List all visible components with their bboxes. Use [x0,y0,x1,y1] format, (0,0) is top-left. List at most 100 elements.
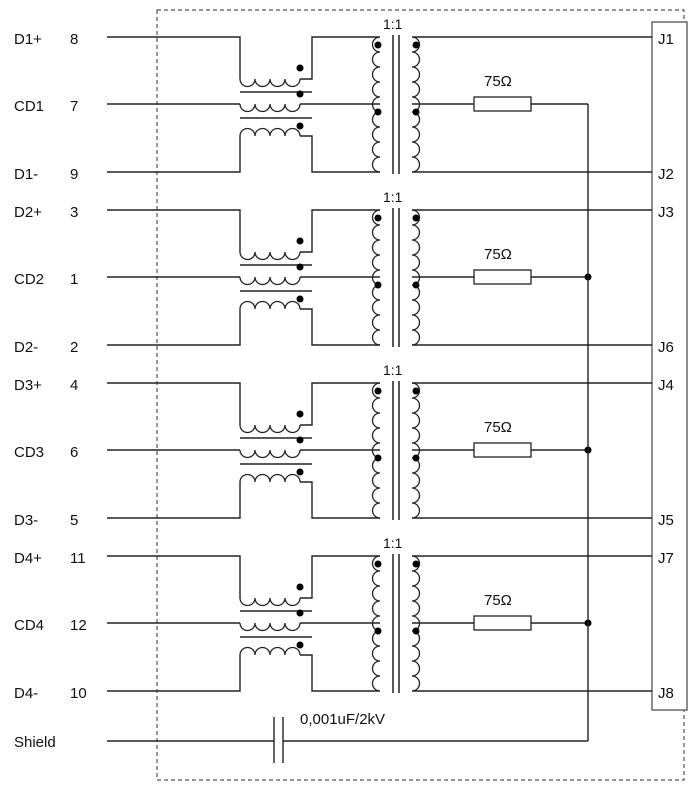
line-minus-wire [107,655,241,692]
pin-number-center: 12 [70,617,87,634]
transformer-primary-winding [371,209,381,346]
pin-label-center: CD2 [14,271,44,288]
choke-winding-bottom [239,473,301,483]
choke-winding-top [239,424,301,434]
jack-pin-bottom-label: J2 [658,166,674,183]
jack-pin-bottom-label: J8 [658,685,674,702]
transformer-polarity-dot [374,281,382,289]
resistor-value-label: 75Ω [484,419,512,436]
choke-polarity-dot [296,410,304,418]
choke-polarity-dot [296,64,304,72]
choke-polarity-dot [296,583,304,591]
primary-bottom-wire [300,135,380,173]
pin-number-minus: 2 [70,339,78,356]
transformer-polarity-dot [374,627,382,635]
primary-top-wire [300,36,380,80]
transformer-polarity-dot [374,108,382,116]
primary-top-wire [300,555,380,599]
choke-winding-top [239,251,301,261]
resistor-value-label: 75Ω [484,592,512,609]
pin-label-minus: D3- [14,512,38,529]
pin-number-center: 7 [70,98,78,115]
jack-pin-bottom-label: J5 [658,512,674,529]
pin-number-plus: 3 [70,204,78,221]
pin-label-plus: D1+ [14,31,42,48]
pin-label-minus: D2- [14,339,38,356]
transformer-polarity-dot [374,41,382,49]
line-minus-wire [107,136,241,173]
pin-number-plus: 11 [70,550,86,567]
line-plus-wire [107,382,241,425]
primary-bottom-wire [300,654,380,692]
choke-polarity-dot [296,90,304,98]
transformer-primary-winding [371,36,381,173]
choke-polarity-dot [296,641,304,649]
transformer-primary-winding [371,555,381,692]
transformer-polarity-dot [412,627,420,635]
choke-winding-center [239,622,301,632]
pin-label-center: CD4 [14,617,44,634]
jack-pin-top-label: J3 [658,204,674,221]
line-minus-wire [107,482,241,519]
pin-number-plus: 4 [70,377,78,394]
primary-bottom-wire [300,481,380,519]
termination-resistor [473,442,532,458]
resistor-value-label: 75Ω [484,246,512,263]
line-plus-wire [107,36,241,79]
pin-number-minus: 5 [70,512,78,529]
transformer-polarity-dot [374,454,382,462]
transformer-polarity-dot [412,214,420,222]
choke-polarity-dot [296,295,304,303]
jack-pin-top-label: J1 [658,31,674,48]
transformer-polarity-dot [412,41,420,49]
line-plus-wire [107,555,241,598]
turns-ratio-label: 1:1 [383,362,403,378]
choke-winding-bottom [239,300,301,310]
choke-winding-top [239,78,301,88]
choke-polarity-dot [296,237,304,245]
pin-label-center: CD1 [14,98,44,115]
pin-label-minus: D4- [14,685,38,702]
transformer-polarity-dot [412,454,420,462]
jack-pin-top-label: J4 [658,377,674,394]
termination-resistor [473,269,532,285]
primary-top-wire [300,382,380,426]
termination-resistor [473,96,532,112]
pin-label-plus: D4+ [14,550,42,567]
pin-label-minus: D1- [14,166,38,183]
pin-label-plus: D2+ [14,204,42,221]
transformer-polarity-dot [374,387,382,395]
transformer-polarity-dot [412,108,420,116]
choke-winding-bottom [239,127,301,137]
resistor-value-label: 75Ω [484,73,512,90]
termination-resistor [473,615,532,631]
line-minus-wire [107,309,241,346]
choke-polarity-dot [296,436,304,444]
pin-number-minus: 9 [70,166,78,183]
line-plus-wire [107,209,241,252]
transformer-polarity-dot [412,560,420,568]
module-outline [156,9,685,781]
turns-ratio-label: 1:1 [383,535,403,551]
turns-ratio-label: 1:1 [383,189,403,205]
jack-pin-top-label: J7 [658,550,674,567]
primary-top-wire [300,209,380,253]
shield-circuit: Shield 0,001uF/2kV [14,104,589,763]
pin-number-minus: 10 [70,685,87,702]
primary-bottom-wire [300,308,380,346]
choke-winding-center [239,276,301,286]
choke-polarity-dot [296,122,304,130]
pin-number-plus: 8 [70,31,78,48]
pin-number-center: 1 [70,271,78,288]
choke-winding-top [239,597,301,607]
transformer-polarity-dot [374,560,382,568]
pin-number-center: 6 [70,444,78,461]
shield-label: Shield [14,734,56,751]
choke-winding-bottom [239,646,301,656]
choke-polarity-dot [296,609,304,617]
transformer-primary-winding [371,382,381,519]
